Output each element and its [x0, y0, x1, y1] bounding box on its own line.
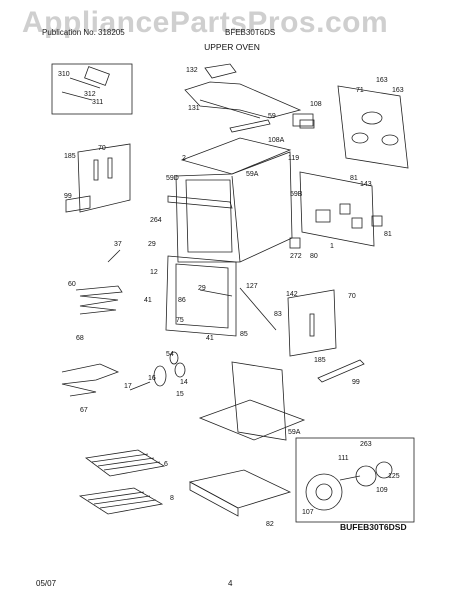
part-label-264: 264: [150, 217, 162, 224]
part-label-75: 75: [176, 317, 184, 324]
part-label-125: 125: [388, 473, 400, 480]
part-label-41b: 41: [206, 335, 214, 342]
part-label-70: 70: [98, 145, 106, 152]
part-label-81b: 81: [384, 231, 392, 238]
part-label-312: 312: [84, 91, 96, 98]
part-label-108: 108: [310, 101, 322, 108]
inset-box-310: [51, 63, 133, 115]
part-label-41: 41: [144, 297, 152, 304]
part-label-60: 60: [68, 281, 76, 288]
part-label-163b: 163: [392, 87, 404, 94]
part-label-111: 111: [338, 455, 349, 462]
part-label-80: 80: [310, 253, 318, 260]
part-label-272: 272: [290, 253, 302, 260]
part-label-82: 82: [266, 521, 274, 528]
section-title: UPPER OVEN: [204, 42, 260, 52]
part-label-17: 17: [124, 383, 132, 390]
part-label-85: 85: [240, 331, 248, 338]
part-label-131: 131: [188, 105, 200, 112]
part-label-12: 12: [150, 269, 158, 276]
publication-number: Publication No. 318205: [42, 28, 125, 37]
model-number-label: BUFEB30T6DSD: [340, 522, 407, 532]
part-label-163: 163: [376, 77, 388, 84]
part-label-59a-b: 59A: [288, 429, 301, 436]
watermark-text: AppliancePartsPros.com: [22, 6, 389, 39]
part-label-29: 29: [148, 241, 156, 248]
rack-group: [78, 449, 166, 515]
part-label-29b: 29: [198, 285, 206, 292]
part-label-71: 71: [356, 87, 364, 94]
part-label-group: 310 312 311 132 131 163 71 163 108 59 10…: [58, 67, 404, 528]
part-label-14: 14: [180, 379, 188, 386]
part-label-83: 83: [274, 311, 282, 318]
part-label-99b: 99: [352, 379, 360, 386]
part-label-310: 310: [58, 71, 70, 78]
model-header: BFEB30T6DS: [225, 28, 276, 37]
part-label-54: 54: [166, 351, 174, 358]
part-label-143: 143: [360, 181, 372, 188]
part-label-37: 37: [114, 241, 122, 248]
part-label-86: 86: [178, 297, 186, 304]
part-label-15: 15: [176, 391, 184, 398]
part-label-59b: 59B: [290, 191, 303, 198]
part-label-132: 132: [186, 67, 198, 74]
part-label-16: 16: [148, 375, 156, 382]
page-number: 4: [228, 579, 233, 588]
part-label-185b: 185: [314, 357, 326, 364]
part-label-70b: 70: [348, 293, 356, 300]
part-label-68: 68: [76, 335, 84, 342]
part-label-8: 8: [170, 495, 174, 502]
part-label-107: 107: [302, 509, 314, 516]
part-label-2: 2: [182, 155, 186, 162]
part-label-81: 81: [350, 175, 358, 182]
part-label-6: 6: [164, 461, 168, 468]
part-label-142: 142: [286, 291, 298, 298]
part-label-109: 109: [376, 487, 388, 494]
part-label-185: 185: [64, 153, 76, 160]
part-label-59a: 59A: [246, 171, 259, 178]
part-label-99: 99: [64, 193, 72, 200]
part-label-127: 127: [246, 283, 258, 290]
part-label-59: 59: [268, 113, 276, 120]
part-label-59d: 59D: [166, 175, 179, 182]
part-label-1: 1: [330, 243, 334, 250]
footer-date: 05/07: [36, 579, 57, 588]
part-label-67: 67: [80, 407, 88, 414]
part-label-311: 311: [92, 99, 103, 106]
part-label-108a: 108A: [268, 137, 285, 144]
part-label-263: 263: [360, 441, 372, 448]
part-label-119: 119: [288, 155, 299, 162]
